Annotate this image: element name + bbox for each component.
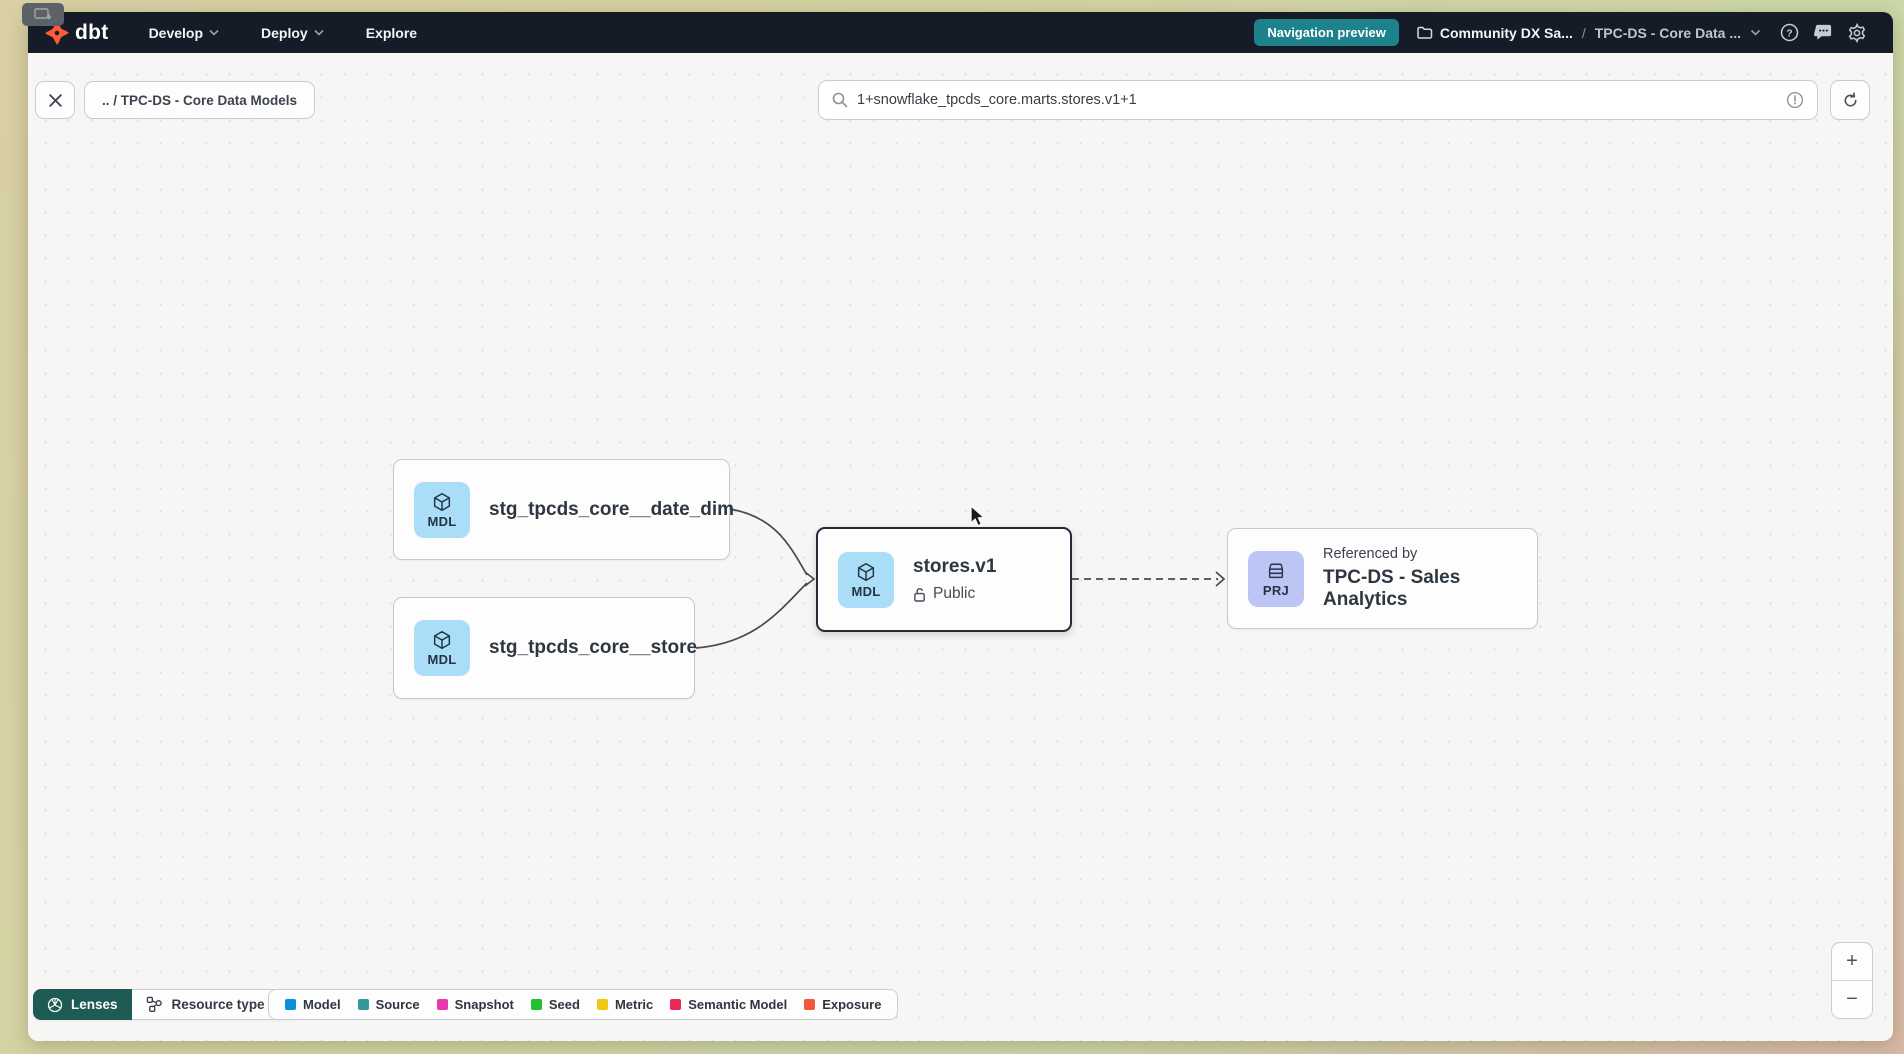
cube-icon (433, 630, 451, 650)
badge-label: MDL (427, 513, 457, 529)
info-icon[interactable] (1786, 91, 1804, 109)
svg-text:?: ? (1786, 28, 1792, 39)
refresh-lineage-button[interactable] (1830, 80, 1870, 120)
node-access-label: Public (933, 585, 976, 602)
chevron-down-icon[interactable] (1750, 29, 1761, 36)
legend-label: Snapshot (454, 997, 514, 1012)
legend-color-swatch (357, 999, 369, 1010)
legend-item-exposure: Exposure (804, 997, 881, 1012)
model-badge: MDL (838, 551, 894, 608)
project-node-sales-analytics[interactable]: PRJ Referenced by TPC-DS - Sales Analyti… (1227, 528, 1538, 629)
dbt-logo[interactable]: dbt (44, 20, 109, 46)
close-lineage-button[interactable] (35, 81, 75, 119)
model-node-store[interactable]: MDL stg_tpcds_core__store (393, 597, 698, 699)
breadcrumb[interactable]: Community DX Sa... / TPC-DS - Core Data … (1417, 25, 1761, 41)
node-text-block: Referenced by TPC-DS - Sales Analytics (1323, 546, 1517, 611)
unlock-icon (914, 587, 925, 602)
folder-icon (1417, 26, 1433, 39)
model-badge: MDL (414, 620, 470, 676)
nav-explore[interactable]: Explore (366, 25, 417, 41)
navbar-icon-group: ? (1779, 22, 1867, 43)
app-window: dbt Develop Deploy Explore Navigation pr… (28, 12, 1893, 1041)
chevron-down-icon (209, 29, 219, 36)
model-node-stores-v1-selected[interactable]: MDL stores.v1 Public (816, 527, 1072, 632)
chevron-down-icon (314, 29, 324, 36)
legend-color-swatch (436, 999, 448, 1010)
node-label: stg_tpcds_core__date_dim (489, 498, 734, 520)
project-badge: PRJ (1248, 550, 1304, 607)
legend-color-swatch (596, 999, 608, 1010)
legend-color-swatch (530, 999, 542, 1010)
legend-item-source: Source (357, 997, 420, 1012)
legend-item-metric: Metric (596, 997, 654, 1012)
breadcrumb-page[interactable]: TPC-DS - Core Data ... (1594, 24, 1741, 41)
lenses-label: Lenses (71, 997, 118, 1012)
close-icon (48, 93, 62, 107)
legend-label: Source (375, 997, 420, 1012)
zoom-out-button[interactable]: − (1846, 988, 1858, 1010)
help-icon[interactable]: ? (1779, 23, 1799, 43)
resource-nodes-icon (146, 996, 162, 1012)
badge-label: MDL (427, 652, 457, 667)
search-icon (832, 92, 848, 108)
node-access-row: Public (913, 585, 996, 603)
legend-label: Seed (548, 997, 580, 1012)
nav-develop-label: Develop (148, 24, 204, 41)
node-label: stores.v1 (913, 556, 997, 577)
legend-label: Semantic Model (688, 997, 788, 1012)
legend-color-swatch (804, 999, 816, 1010)
breadcrumb-project-label: Community DX Sa... (1439, 24, 1573, 41)
resource-type-legend: Model Source Snapshot Seed Metric Semant… (268, 989, 899, 1020)
lineage-path-chip[interactable]: .. / TPC-DS - Core Data Models (84, 81, 316, 119)
feedback-icon[interactable] (1813, 23, 1833, 43)
refresh-icon (1844, 91, 1856, 107)
screen-capture-artifact (22, 3, 64, 26)
top-navbar: dbt Develop Deploy Explore Navigation pr… (28, 12, 1893, 53)
cube-icon (433, 492, 451, 511)
mouse-cursor (970, 505, 986, 527)
logo-text: dbt (75, 20, 109, 44)
nav-explore-label: Explore (365, 24, 418, 41)
lineage-search-bar (818, 80, 1818, 120)
legend-item-snapshot: Snapshot (436, 997, 514, 1012)
model-node-date-dim[interactable]: MDL stg_tpcds_core__date_dim (393, 459, 734, 560)
lineage-selector-input[interactable] (857, 92, 1777, 108)
nav-deploy[interactable]: Deploy (261, 25, 324, 41)
zoom-controls: + − (1831, 942, 1873, 1019)
project-stack-icon (1268, 562, 1284, 578)
node-text-block: stores.v1 Public (913, 556, 996, 603)
zoom-in-button[interactable]: + (1832, 943, 1872, 981)
legend-color-swatch (285, 999, 296, 1010)
breadcrumb-project[interactable]: Community DX Sa... (1417, 25, 1573, 41)
badge-label: MDL (851, 583, 881, 599)
window-download-icon (34, 7, 52, 20)
badge-label: PRJ (1262, 582, 1290, 598)
lineage-path-label: .. / TPC-DS - Core Data Models (102, 92, 298, 108)
legend-label: Model (303, 997, 341, 1012)
legend-item-model: Model (285, 997, 341, 1012)
settings-gear-icon[interactable] (1847, 22, 1867, 43)
lens-aperture-icon (47, 997, 63, 1012)
legend-label: Exposure (822, 997, 882, 1012)
nav-deploy-label: Deploy (261, 24, 308, 41)
nav-develop[interactable]: Develop (149, 25, 219, 41)
legend-color-swatch (670, 999, 682, 1010)
main-nav: Develop Deploy Explore (149, 25, 418, 41)
legend-item-semantic-model: Semantic Model (670, 997, 787, 1012)
lineage-edges (695, 508, 1226, 649)
lenses-button[interactable]: Lenses (33, 989, 132, 1020)
legend-item-seed: Seed (530, 997, 580, 1012)
view-controls: Lenses Resource type (33, 989, 300, 1020)
referenced-by-label: Referenced by (1323, 546, 1418, 562)
node-label: TPC-DS - Sales Analytics (1323, 567, 1461, 610)
node-label: stg_tpcds_core__store (489, 637, 698, 658)
dbt-flame-icon (45, 20, 69, 45)
legend-label: Metric (614, 997, 654, 1012)
navbar-right: Navigation preview Community DX Sa... / … (1254, 19, 1867, 46)
breadcrumb-separator: / (1581, 24, 1586, 41)
navigation-preview-badge[interactable]: Navigation preview (1254, 19, 1399, 46)
resource-type-label: Resource type (171, 997, 265, 1012)
model-badge: MDL (414, 481, 470, 538)
cube-icon (857, 562, 875, 581)
